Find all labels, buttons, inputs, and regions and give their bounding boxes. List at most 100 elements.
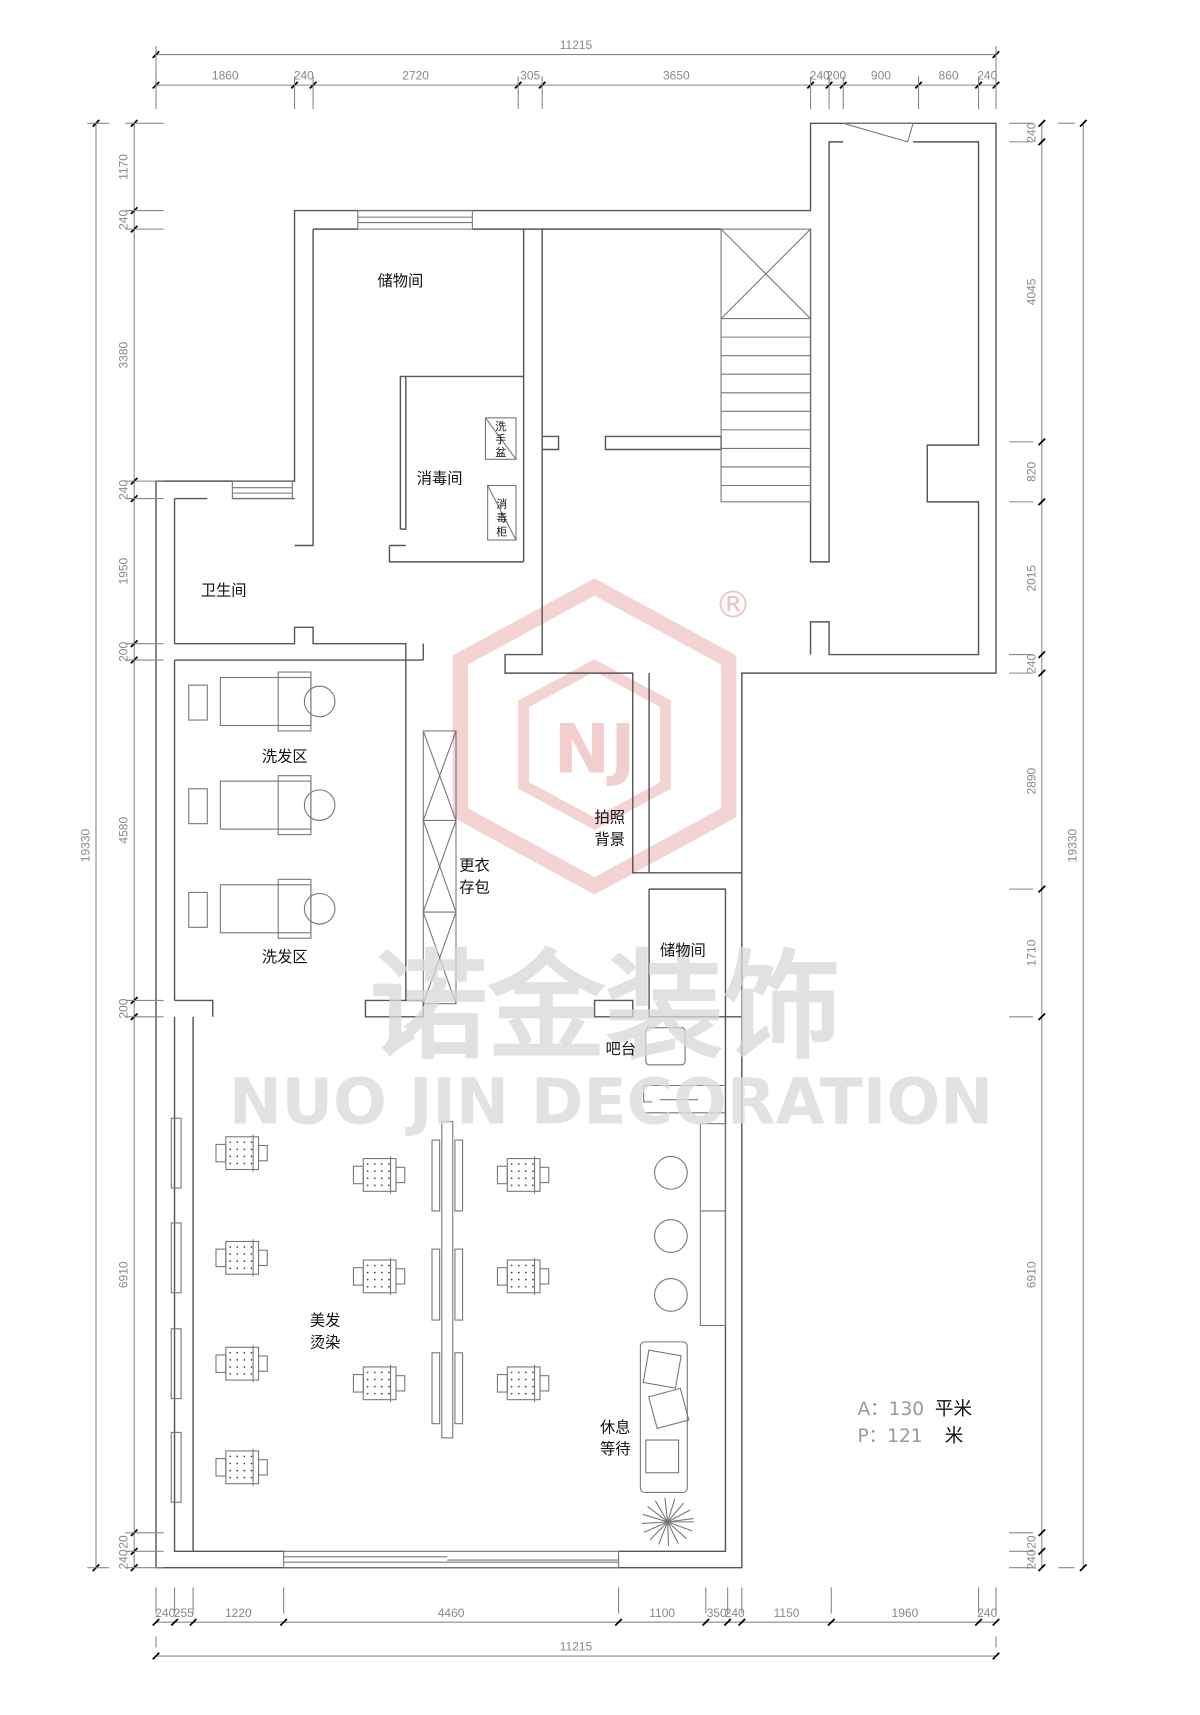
styling-chair [215, 1134, 268, 1172]
svg-text:P：121: P：121 [857, 1426, 922, 1447]
dimension-text: 1710 [1024, 939, 1038, 966]
label-disinfection: 消毒间 [417, 469, 463, 487]
bar-stool [654, 1219, 688, 1253]
styling-chair [215, 1239, 268, 1277]
mirror [431, 1352, 441, 1425]
shampoo-bed [188, 671, 336, 732]
label-bar: 吧台 [605, 1040, 636, 1058]
dimension-text: 305 [520, 69, 540, 83]
svg-text:洗: 洗 [495, 420, 506, 433]
label-storage-small: 储物间 [660, 942, 706, 960]
styling-chair [496, 1156, 550, 1194]
dimension-text: 820 [1024, 462, 1038, 482]
mirror [170, 1117, 182, 1189]
dimension-text: 6910 [117, 1261, 131, 1288]
dimension-text: 200 [117, 642, 131, 662]
dimension-tick [1037, 437, 1046, 446]
dimension-tick [1037, 885, 1046, 894]
dimension-text: 240 [725, 1606, 745, 1620]
mirror-console [441, 1120, 454, 1439]
mirror [454, 1139, 464, 1212]
shampoo-bed [188, 878, 336, 939]
dimension-tick [1079, 119, 1088, 128]
bar-counter [643, 1027, 726, 1114]
dimension-tick [1037, 1012, 1046, 1021]
styling-chair [496, 1257, 550, 1295]
dimension-text: 4460 [438, 1606, 465, 1620]
dimension-text: 20 [1024, 1535, 1038, 1549]
watermark-cn: 诺金装饰 [370, 938, 841, 1075]
label-photo-2: 背景 [595, 830, 626, 848]
dimension-tick [723, 1618, 732, 1627]
dimension-text: 1170 [117, 154, 131, 180]
svg-text:®: ® [715, 584, 752, 627]
dimension-text: 255 [174, 1606, 194, 1620]
bench [699, 1123, 726, 1327]
bar-stool [654, 1278, 688, 1312]
svg-text:盆: 盆 [495, 445, 506, 459]
dimension-tick [189, 1618, 197, 1627]
styling-chair [496, 1364, 550, 1402]
dimension-tick [1037, 137, 1046, 146]
label-storage-top: 储物间 [377, 272, 423, 290]
label-styling-1: 美发 [310, 1312, 341, 1330]
svg-text:毒: 毒 [496, 512, 507, 525]
label-waiting-1: 休息 [600, 1418, 631, 1436]
dimension-text: 2015 [1024, 565, 1038, 592]
mirror [454, 1248, 464, 1321]
dimension-tick [701, 1618, 710, 1627]
svg-text:柜: 柜 [496, 526, 507, 539]
dimension-text: 3650 [663, 69, 690, 83]
dimension-text: 1950 [117, 557, 131, 584]
mirror [170, 1431, 182, 1503]
styling-chair [215, 1345, 268, 1383]
mirror [431, 1139, 441, 1212]
dimension-tick [992, 1618, 1000, 1627]
dimension-text: 1100 [649, 1606, 675, 1620]
dimension-text: 4045 [1024, 278, 1038, 305]
mirror [170, 1328, 182, 1400]
dimension-text: 240 [117, 210, 131, 230]
styling-chair [352, 1257, 406, 1295]
dimension-tick [279, 1618, 288, 1627]
dimension-text: 20 [117, 1535, 131, 1549]
styling-chair [215, 1448, 268, 1486]
dimension-tick [170, 1618, 179, 1627]
dimension-text: 200 [826, 69, 846, 83]
label-styling-2: 烫染 [310, 1333, 341, 1351]
dimension-text: 240 [1024, 1549, 1038, 1569]
watermark-en: NUO JIN DECORATION [229, 1065, 993, 1139]
dimension-text: 1860 [212, 69, 239, 83]
dimension-text: 2720 [402, 69, 429, 83]
label-locker-1: 更衣 [459, 857, 490, 875]
plant [641, 1497, 694, 1546]
dimension-text: 240 [117, 480, 131, 500]
dimension-text: 4580 [117, 817, 131, 844]
svg-text:消: 消 [496, 496, 507, 510]
area-legend: A：130 平米 P：121 米 [857, 1399, 972, 1447]
dimension-text: 350 [707, 1606, 727, 1620]
locker-cabinet [422, 730, 457, 1005]
styling-chair [352, 1156, 406, 1194]
staircase [720, 228, 812, 503]
dimension-text: 900 [871, 69, 891, 83]
dimension-text: 1150 [774, 1606, 800, 1620]
dimension-tick [152, 1652, 160, 1660]
dimension-tick [1037, 497, 1046, 506]
wash-basin: 洗 手 盆 [484, 417, 517, 460]
dimension-tick [1037, 1528, 1046, 1537]
windows [231, 122, 914, 1569]
disinfection-cabinet: 消 毒 柜 [487, 484, 517, 541]
dimension-tick [974, 1618, 983, 1627]
dimension-tick [614, 1618, 623, 1627]
dimension-tick [1037, 669, 1046, 678]
svg-text:A：130: A：130 [857, 1399, 924, 1420]
shampoo-bed [188, 775, 336, 836]
dimension-tick [1037, 1563, 1046, 1572]
dimension-tick [1079, 1563, 1088, 1572]
svg-text:米: 米 [945, 1426, 964, 1447]
label-wash-area-2: 洗发区 [262, 948, 308, 966]
dimension-text: 1220 [225, 1606, 252, 1620]
room-labels: 储物间 消毒间 卫生间 洗发区 洗发区 更衣 存包 拍照 背景 储物间 吧台 美… [201, 272, 706, 1458]
